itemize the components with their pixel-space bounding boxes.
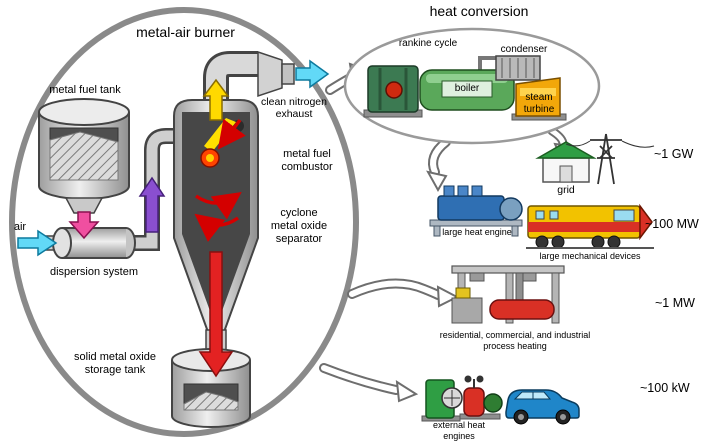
metal-powder xyxy=(49,131,119,181)
steam-turbine-label: steam turbine xyxy=(523,92,555,115)
power-100mw: ~100 MW xyxy=(645,217,699,231)
cyclone-swirl-arrow-2 xyxy=(194,213,240,242)
boiler-label-plate xyxy=(441,80,493,98)
air-label: air xyxy=(13,221,27,233)
house-door xyxy=(559,165,573,183)
condenser-label: condenser xyxy=(500,44,548,55)
burner-unit xyxy=(451,297,483,324)
heat-conversion-title: heat conversion xyxy=(429,3,529,19)
rankine-cycle-graphic xyxy=(343,27,601,145)
metal-fuel-tank-label: metal fuel tank xyxy=(49,84,121,96)
external-heat-engines-graphic xyxy=(421,375,503,422)
storage-tank-graphic xyxy=(171,348,251,428)
riser-pipe xyxy=(130,128,182,251)
boiler-vessel xyxy=(489,299,555,320)
tank-funnel xyxy=(64,197,104,214)
clean-nitrogen-exhaust-label: clean nitrogen exhaust xyxy=(261,96,327,121)
external-heat-engines-label: external heat engines xyxy=(432,420,486,441)
large-mechanical-devices-label: large mechanical devices xyxy=(539,251,641,261)
large-heat-engine-label: large heat engine xyxy=(442,227,512,237)
dispersion-system-graphic xyxy=(45,227,136,259)
house-roof xyxy=(535,141,597,159)
grid-graphic xyxy=(535,133,655,185)
firebox-glow xyxy=(385,81,403,99)
arrow-to-external-engines xyxy=(319,363,419,403)
locomotive-nose xyxy=(639,203,653,241)
arrow-to-heat-engine xyxy=(426,137,451,193)
fuel-injection-arrow xyxy=(217,118,246,150)
power-line xyxy=(565,140,591,147)
carrier-flow-arrow xyxy=(138,176,166,233)
process-heating-label: residential, commercial, and industrial … xyxy=(439,330,591,351)
combustor-cyclone-vessel xyxy=(173,78,259,333)
locomotive-graphic xyxy=(526,203,654,249)
arrow-to-process-heating xyxy=(347,278,460,308)
process-heating-graphic xyxy=(451,265,565,324)
storage-tank-label: solid metal oxide storage tank xyxy=(74,351,156,376)
hot-gas-arrow xyxy=(202,78,230,121)
engine-flywheel xyxy=(499,197,523,221)
steam-turbine-body xyxy=(515,77,561,117)
large-heat-engine-graphic xyxy=(429,185,523,237)
rankine-cycle-label: rankine cycle xyxy=(398,38,458,49)
fuel-feed-arrow xyxy=(68,211,100,240)
dispersion-system-label: dispersion system xyxy=(49,266,139,278)
oxide-flow-arrow xyxy=(198,251,234,378)
car-graphic xyxy=(505,389,580,425)
engine-flywheel-green xyxy=(483,393,503,413)
exhaust-pipe xyxy=(203,50,295,106)
power-line-2 xyxy=(621,140,655,148)
cyclone-separator-label: cyclone metal oxide separator xyxy=(270,207,328,245)
power-1mw: ~1 MW xyxy=(655,296,695,310)
burner-title: metal-air burner xyxy=(136,24,235,40)
air-flow-arrow xyxy=(17,229,58,257)
exhaust-flow-arrow xyxy=(295,59,330,89)
metal-fuel-tank-graphic xyxy=(38,98,130,214)
stirling-engine-red xyxy=(463,387,485,417)
metal-fuel-combustor-label: metal fuel combustor xyxy=(281,148,333,173)
transmission-tower xyxy=(590,133,622,185)
boiler-label: boiler xyxy=(454,83,480,94)
power-100kw: ~100 kW xyxy=(640,381,690,395)
oxide-powder xyxy=(183,391,239,411)
cyclone-swirl-arrow-1 xyxy=(194,191,242,220)
engine-block xyxy=(437,195,505,221)
exhaust-nozzle xyxy=(257,50,283,98)
power-1gw: ~1 GW xyxy=(654,147,694,161)
grid-label: grid xyxy=(557,184,575,196)
